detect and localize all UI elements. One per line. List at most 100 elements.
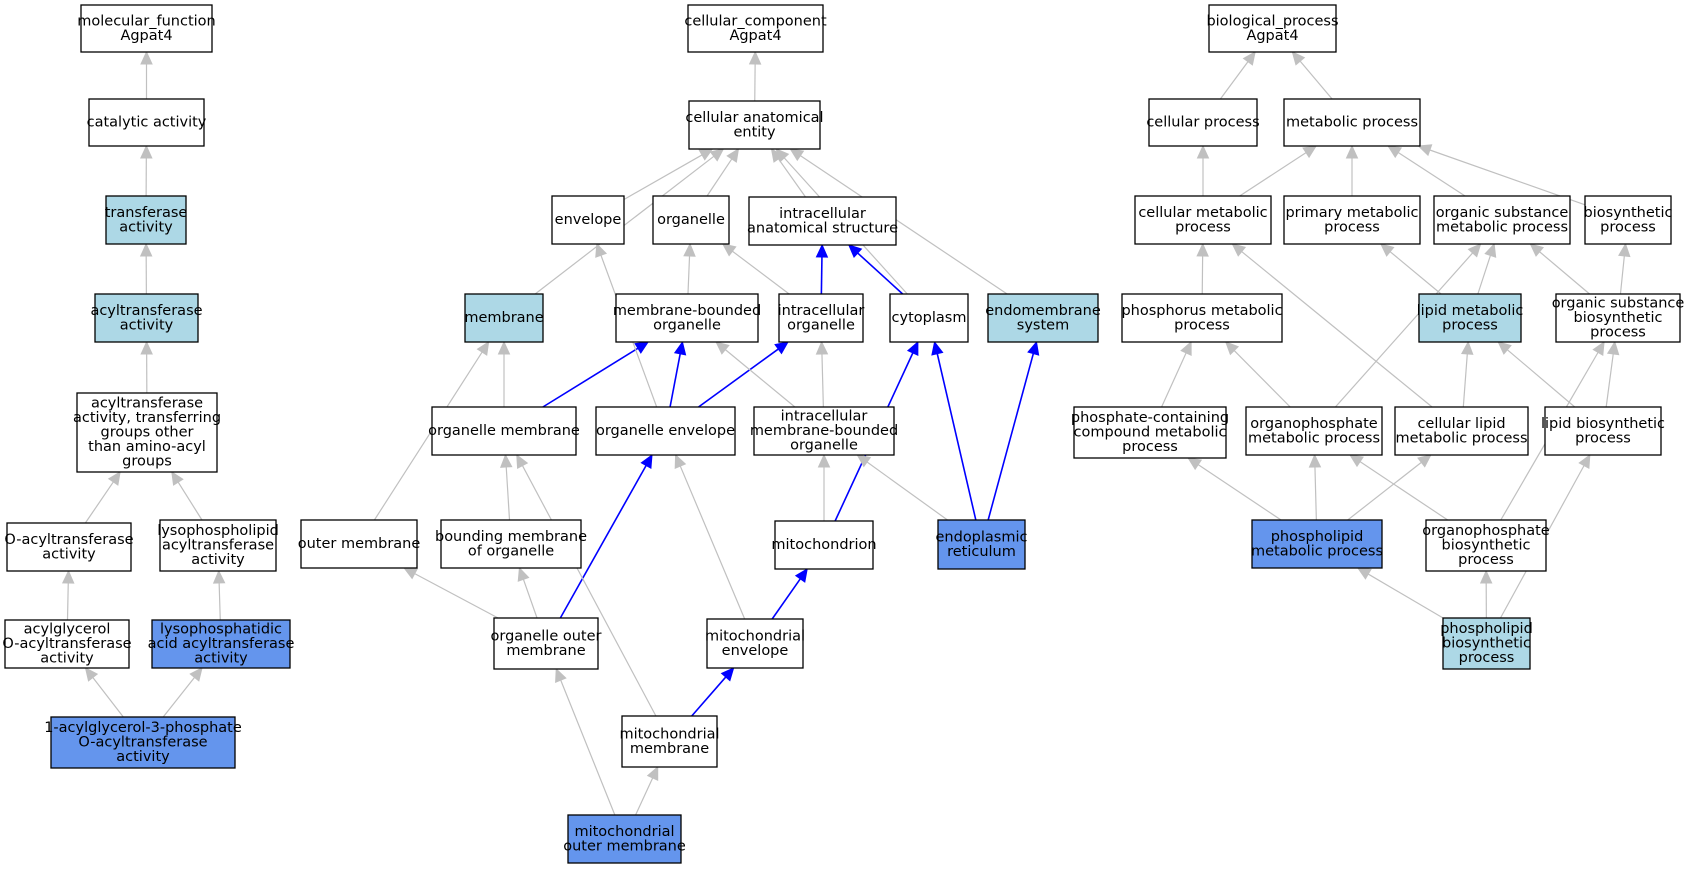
- edge-arrowhead: [683, 242, 696, 257]
- edge-line: [1507, 349, 1576, 408]
- go-term-node-cyt[interactable]: cytoplasm: [889, 293, 969, 343]
- edge-arrowhead: [1349, 454, 1364, 468]
- node-label-line: cellular metabolic: [1138, 205, 1267, 221]
- node-label-line: intracellular: [778, 303, 865, 319]
- edge-io-to-ias: [815, 243, 829, 295]
- node-label-line: organelle: [653, 317, 721, 333]
- edge-arrowhead: [1606, 340, 1620, 356]
- node-box: [778, 293, 864, 343]
- edge-arrowhead: [1231, 243, 1247, 257]
- node-label-line: activity, transferring: [73, 410, 221, 426]
- edge-mito-to-imbo: [817, 453, 831, 521]
- node-label-line: acyltransferase: [90, 303, 202, 319]
- go-term-node-oe[interactable]: organelle envelope: [595, 406, 736, 456]
- node-label-line: acyltransferase: [162, 538, 274, 554]
- edge-arrowhead: [1618, 242, 1631, 258]
- node-label-line: mitochondrion: [771, 537, 876, 553]
- go-term-node-env[interactable]: envelope: [551, 195, 625, 245]
- edge-line: [522, 579, 538, 619]
- edge-line: [623, 154, 703, 200]
- go-term-node-om[interactable]: organelle membrane: [428, 406, 580, 456]
- edge-imbo-to-io: [815, 340, 829, 408]
- node-box: [6, 522, 132, 572]
- edge-arrowhead: [1578, 453, 1591, 469]
- node-label-line: lipid metabolic: [1417, 303, 1524, 319]
- node-box: [889, 293, 969, 343]
- edge-bmo-to-om: [499, 453, 513, 521]
- node-label-line: endoplasmic: [936, 529, 1028, 545]
- edge-line: [635, 777, 654, 816]
- node-box: [615, 293, 759, 343]
- go-term-node-agpoat[interactable]: 1-acylglycerol-3-phosphateO-acyltransfer…: [44, 716, 242, 769]
- node-box: [1584, 195, 1672, 245]
- edge-arrowhead: [1484, 242, 1497, 258]
- go-term-node-mp[interactable]: metabolic process: [1283, 98, 1421, 147]
- edge-line: [1539, 251, 1590, 295]
- node-box: [105, 195, 187, 245]
- node-box: [76, 392, 218, 473]
- edge-arrowhead: [499, 453, 513, 468]
- edge-er-to-imbo: [856, 454, 948, 521]
- node-label-line: phospholipid: [1271, 529, 1364, 545]
- node-label-line: cellular lipid: [1417, 416, 1505, 432]
- go-term-node-cp[interactable]: cellular process: [1146, 98, 1260, 147]
- go-term-node-mito[interactable]: mitochondrion: [771, 520, 877, 570]
- node-label-line: acyltransferase: [91, 396, 203, 412]
- edge-arrowhead: [673, 340, 687, 356]
- go-term-node-outm[interactable]: outer membrane: [298, 519, 421, 569]
- edge-line: [691, 676, 727, 717]
- node-box: [687, 4, 824, 53]
- node-box: [688, 100, 821, 150]
- edge-arrowhead: [709, 148, 725, 162]
- edge-arrowhead: [847, 244, 863, 259]
- edge-io-to-org: [721, 243, 790, 295]
- go-term-node-org[interactable]: organelle: [652, 195, 730, 245]
- go-term-node-ca[interactable]: catalytic activity: [87, 98, 207, 147]
- node-label-line: endomembrane: [985, 303, 1101, 319]
- edge-arrowhead: [726, 148, 740, 163]
- node-box: [1433, 195, 1571, 245]
- edge-clmp-to-cmp: [1231, 243, 1433, 408]
- edge-arrowhead: [189, 667, 203, 682]
- node-label-line: process: [1324, 219, 1380, 235]
- edge-oom-to-outm: [403, 567, 499, 619]
- go-term-node-mem[interactable]: membrane: [464, 293, 544, 343]
- node-label-line: organelle envelope: [596, 423, 735, 439]
